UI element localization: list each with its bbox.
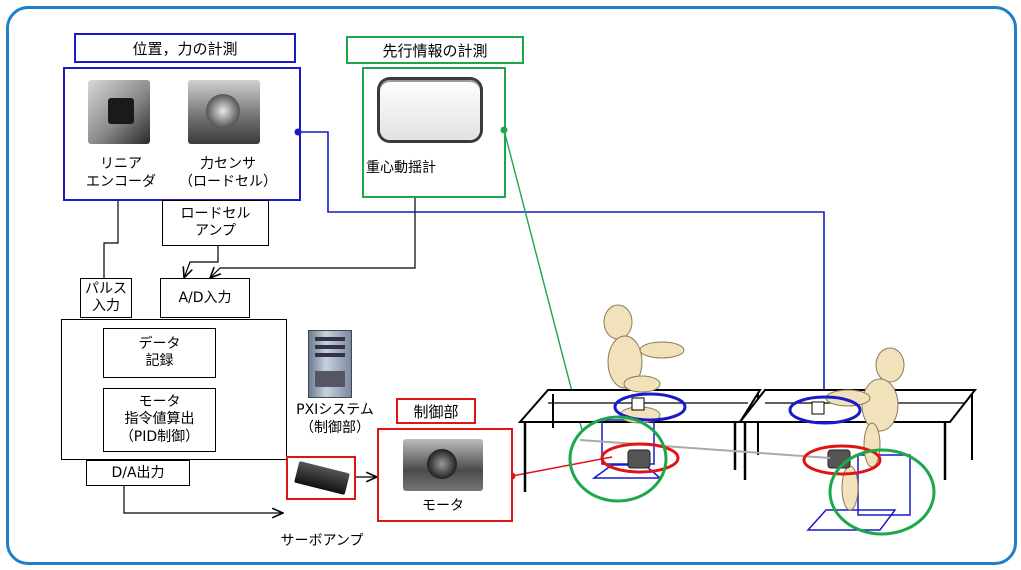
force-sensor-photo (188, 80, 260, 144)
force-sensor-label: 力センサ （ロードセル） (179, 156, 277, 190)
servo-amp-label: サーボアンプ (280, 533, 364, 549)
pulse-input-box: パルス 入力 (80, 278, 132, 318)
ad-input-box: A/D入力 (160, 278, 250, 318)
preview-group-title: 先行情報の計測 (346, 36, 524, 64)
loadcell-amp-box: ロードセル アンプ (162, 200, 269, 246)
pc-block (61, 319, 287, 460)
motor-command-box: モータ 指令値算出 （PID制御） (103, 388, 216, 452)
balance-board-photo (380, 80, 480, 140)
control-unit-title: 制御部 (396, 398, 476, 424)
servo-amp-box (286, 456, 356, 500)
right-chair (806, 454, 911, 531)
motor-label: モータ (422, 498, 464, 514)
linear-encoder-photo (88, 80, 150, 144)
mannequin-right (825, 347, 905, 511)
pxi-label: PXIシステム （制御部） (296, 402, 374, 436)
pxi-server-icon (308, 330, 352, 398)
motor-photo (403, 439, 483, 491)
balance-board-label: 重心動揺計 (366, 160, 436, 176)
measure-group-title: 位置，力の計測 (74, 33, 296, 63)
da-output-box: D/A出力 (86, 460, 190, 486)
data-record-box: データ 記録 (103, 328, 216, 378)
preview-group-box (362, 67, 506, 198)
linear-encoder-label: リニア エンコーダ (86, 156, 156, 190)
motor-units (627, 449, 851, 469)
